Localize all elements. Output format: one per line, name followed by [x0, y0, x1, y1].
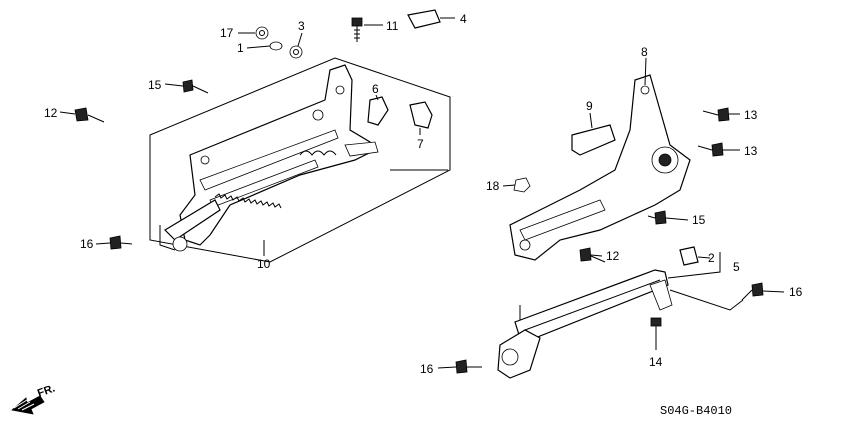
callout-1: 1	[237, 41, 244, 55]
callout-11: 11	[386, 19, 399, 33]
callout-6: 6	[372, 82, 379, 96]
bolt-14	[650, 317, 662, 345]
bracket-6	[367, 96, 389, 126]
callout-7: 7	[417, 137, 424, 151]
left-assembly-frame	[149, 57, 451, 263]
lower-rail	[497, 269, 673, 379]
callouts: 17 1 3 11 4 15 12 6 7 16 10 8 9 13 13 18…	[44, 12, 803, 376]
bolt-15-right	[647, 210, 667, 225]
bolt-16-left	[109, 235, 133, 250]
callout-2: 2	[708, 251, 715, 265]
callout-5: 5	[733, 260, 740, 274]
clip-2	[679, 246, 699, 266]
bolt-16-lower	[455, 359, 482, 374]
knob-9	[571, 124, 616, 156]
callout-14: 14	[649, 355, 663, 369]
callout-15-right: 15	[692, 213, 706, 227]
bolt-15-left	[182, 79, 209, 94]
callout-12-left: 12	[44, 106, 58, 120]
leader-lines	[59, 17, 785, 369]
callout-18: 18	[486, 179, 500, 193]
callout-12-right: 12	[606, 249, 620, 263]
callout-16-lower: 16	[420, 362, 434, 376]
adjuster-teeth	[214, 193, 282, 209]
nut-18	[513, 177, 531, 193]
callout-16-right: 16	[789, 285, 803, 299]
bolt-11	[351, 17, 363, 42]
front-direction-arrow: FR.	[11, 382, 57, 415]
cover-4	[407, 9, 441, 29]
bushing-3	[289, 45, 303, 59]
callout-8: 8	[641, 45, 648, 59]
callout-15-left: 15	[148, 78, 162, 92]
seat-adjuster-assembly	[159, 64, 379, 252]
bolt-13-upper	[702, 107, 730, 122]
nut-17	[255, 26, 269, 40]
callout-13-upper: 13	[744, 108, 758, 122]
bolt-12-right	[579, 247, 606, 263]
callout-9: 9	[586, 99, 593, 113]
bolt-13-lower	[697, 142, 724, 157]
diagram-code: S04G-B4010	[660, 404, 732, 418]
bolt-12-left	[74, 107, 105, 123]
front-direction-label: FR.	[36, 382, 57, 399]
bolt-16-right	[741, 282, 764, 301]
recliner-assembly	[509, 74, 691, 261]
bracket-7	[409, 101, 433, 129]
callout-16-left: 16	[80, 237, 94, 251]
callout-3: 3	[298, 19, 305, 33]
callout-17: 17	[220, 26, 234, 40]
callout-4: 4	[460, 12, 467, 26]
callout-13-lower: 13	[744, 144, 758, 158]
callout-10: 10	[257, 257, 271, 271]
washer-1	[269, 41, 283, 51]
